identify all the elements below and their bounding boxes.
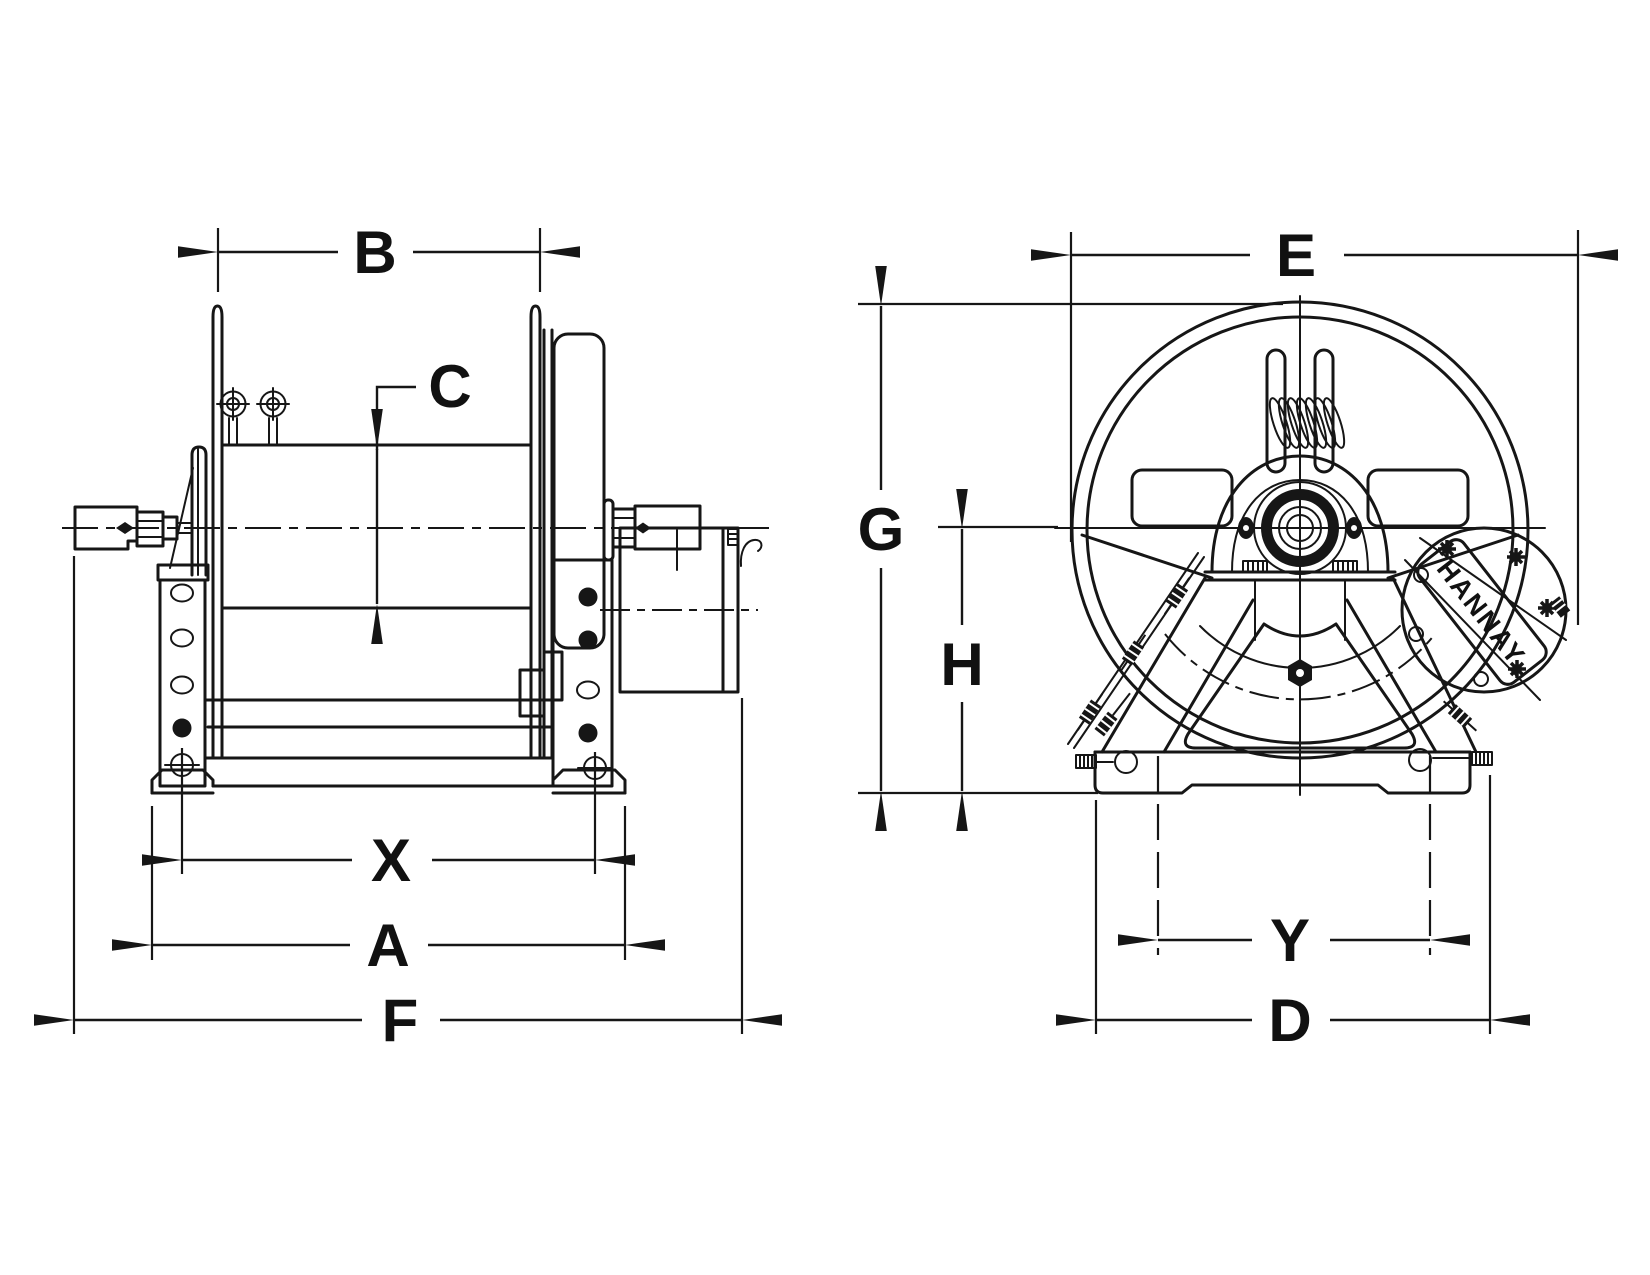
- drum-arc-hidden: [1164, 633, 1436, 701]
- a-frame-cutout: [1183, 622, 1417, 750]
- brand-plate: [1416, 538, 1548, 686]
- dim-label-y: Y: [1270, 907, 1310, 974]
- dimension-D: D: [1056, 775, 1530, 1054]
- dimension-H: H: [938, 489, 1058, 831]
- dimension-G: G: [858, 266, 1283, 831]
- dim-label-a: A: [366, 912, 409, 979]
- side-view: [62, 304, 770, 795]
- dimension-A: A: [112, 806, 665, 979]
- wire-hook-icon: [739, 538, 763, 567]
- dimension-Y: Y: [1118, 756, 1470, 974]
- dimensions: B C X A F: [34, 219, 1618, 1054]
- dimension-B: B: [178, 219, 580, 292]
- dimension-C: C: [371, 353, 472, 644]
- flange-slot-right: [1366, 468, 1470, 528]
- dim-label-c: C: [428, 353, 471, 420]
- ratchet-housing: [518, 332, 615, 718]
- hex-bolt: [1288, 659, 1312, 687]
- right-flange: [529, 304, 542, 760]
- dimension-F: F: [34, 556, 782, 1054]
- dimension-E: E: [1031, 222, 1618, 625]
- leg-bolt: [1442, 700, 1478, 732]
- hub-bearing: [1238, 481, 1362, 575]
- flange-disc-inner: [1085, 315, 1515, 745]
- inlet-fitting-icon: [216, 387, 250, 446]
- tie-rod: [1067, 552, 1205, 749]
- front-view: HANNAY: [1054, 295, 1571, 796]
- right-upright: [551, 558, 614, 788]
- inlet-fitting-icon: [256, 387, 290, 446]
- left-flange: [211, 304, 224, 760]
- dim-label-b: B: [353, 219, 396, 286]
- spring-coil: [1265, 348, 1346, 474]
- dim-label-g: G: [858, 496, 905, 563]
- motor-front: HANNAY: [1400, 526, 1571, 701]
- left-pivot-bracket: [156, 445, 210, 582]
- right-foot: [551, 768, 627, 795]
- centerline-dot: [116, 522, 134, 534]
- base-frame: [150, 698, 627, 795]
- dimension-X: X: [142, 748, 635, 894]
- dim-label-d: D: [1268, 987, 1311, 1054]
- front-base: [1075, 748, 1493, 795]
- dim-label-f: F: [382, 987, 419, 1054]
- motor-assembly: [600, 504, 763, 694]
- dim-label-e: E: [1276, 222, 1316, 289]
- dim-label-h: H: [940, 631, 983, 698]
- flange-slot-left: [1130, 468, 1234, 528]
- swivel-inlet-assembly: [73, 505, 193, 551]
- dim-label-x: X: [371, 827, 411, 894]
